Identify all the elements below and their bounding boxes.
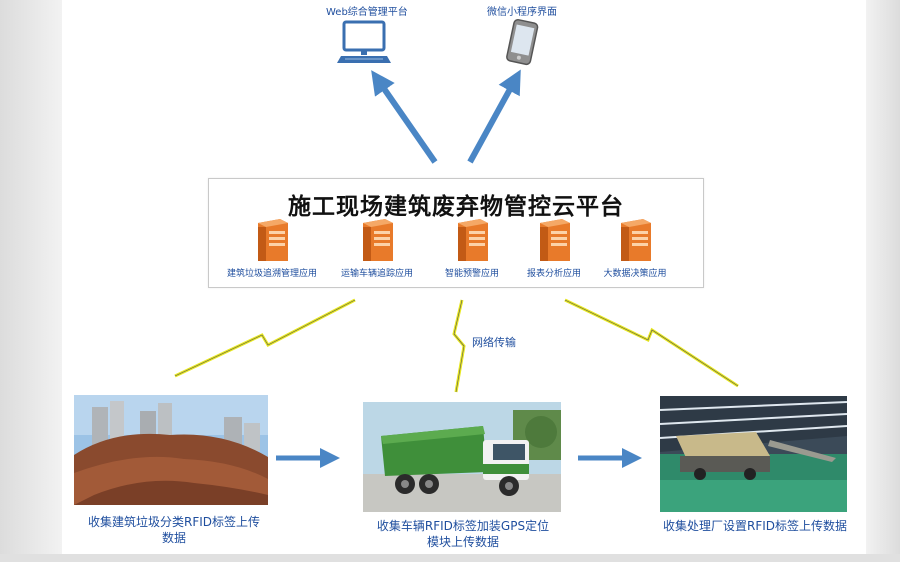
server-icon — [363, 219, 393, 261]
module-vehicle-tracking: 运输车辆追踪应用 — [329, 217, 425, 279]
server-icon — [621, 219, 651, 261]
web-platform-label: Web综合管理平台 — [326, 7, 408, 18]
caption-line: 数据 — [161, 531, 186, 545]
module-waste-tracing: 建筑垃圾追溯管理应用 — [224, 217, 320, 279]
construction-waste-photo — [74, 395, 268, 505]
caption-plant-collection: 收集处理厂设置RFID标签上传数据 — [642, 518, 868, 534]
network-transmission-label: 网络传输 — [472, 336, 516, 349]
wechat-label: 微信小程序界面 — [487, 7, 557, 18]
module-label: 大数据决策应用 — [603, 269, 667, 279]
arrow-to-wechat — [467, 69, 521, 164]
module-big-data-decision: 大数据决策应用 — [587, 217, 683, 279]
phone-icon — [506, 18, 539, 66]
dump-truck-photo — [363, 402, 561, 512]
cloud-platform-panel: 施工现场建筑废弃物管控云平台 建筑垃圾追溯管理应用 运输车辆追踪应用 — [208, 178, 704, 288]
server-icon — [458, 219, 488, 261]
module-label: 智能预警应用 — [444, 269, 499, 279]
caption-line: 收集车辆RFID标签加装GPS定位 — [376, 519, 550, 533]
module-smart-alert: 智能预警应用 — [424, 217, 520, 279]
platform-title: 施工现场建筑废弃物管控云平台 — [288, 193, 624, 220]
caption-line: 收集建筑垃圾分类RFID标签上传 — [87, 515, 261, 529]
bottom-margin — [0, 554, 900, 562]
lightning-left — [174, 298, 356, 378]
arrow-to-web — [371, 70, 438, 164]
right-margin — [866, 0, 900, 562]
lightning-right — [564, 298, 739, 388]
module-report-analysis: 报表分析应用 — [506, 217, 602, 279]
caption-line: 收集处理厂设置RFID标签上传数据 — [662, 519, 848, 533]
caption-vehicle-collection: 收集车辆RFID标签加装GPS定位 模块上传数据 — [352, 518, 574, 550]
module-label: 报表分析应用 — [526, 269, 581, 279]
caption-waste-collection: 收集建筑垃圾分类RFID标签上传 数据 — [68, 514, 280, 546]
caption-line: 模块上传数据 — [426, 535, 499, 549]
server-icon — [258, 219, 288, 261]
module-label: 运输车辆追踪应用 — [340, 269, 413, 279]
server-icon — [540, 219, 570, 261]
left-margin — [0, 0, 62, 562]
computer-icon — [337, 20, 391, 63]
module-label: 建筑垃圾追溯管理应用 — [226, 269, 317, 279]
processing-plant-photo — [660, 396, 847, 512]
